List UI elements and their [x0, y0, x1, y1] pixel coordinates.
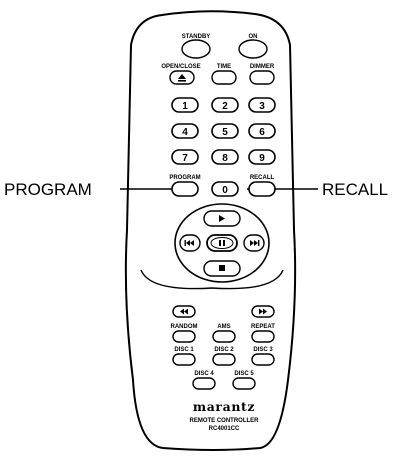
open-close-label: OPEN/CLOSE: [161, 64, 200, 70]
recall-button[interactable]: [248, 181, 276, 197]
pause-icon: [219, 240, 225, 246]
key-6[interactable]: [248, 123, 276, 139]
repeat-label: REPEAT: [251, 324, 275, 330]
key-0-label: 0: [222, 185, 228, 196]
key-8[interactable]: [211, 149, 239, 165]
on-label: ON: [249, 34, 258, 40]
key-5[interactable]: [211, 123, 239, 139]
repeat-button[interactable]: [251, 330, 275, 343]
key-0[interactable]: [211, 181, 239, 197]
key-7-label: 7: [182, 153, 188, 164]
keypad: 1 2 3 4 5 6 7 8 9: [171, 97, 276, 165]
rewind-icon: [180, 308, 188, 315]
program-label: PROGRAM: [169, 175, 200, 181]
key-1[interactable]: [171, 97, 199, 113]
disc-1-label: DISC 1: [174, 347, 194, 353]
eject-icon-bar: [178, 80, 186, 82]
key-1-label: 1: [182, 101, 188, 112]
key-4[interactable]: [171, 123, 199, 139]
eject-icon: [178, 74, 186, 79]
disc-5-label: DISC 5: [234, 371, 254, 377]
disc-4-label: DISC 4: [194, 371, 214, 377]
model-number: RC4001CC: [209, 426, 240, 432]
on-button[interactable]: [238, 39, 268, 59]
disc-3-label: DISC 3: [253, 347, 273, 353]
program-button[interactable]: [171, 181, 199, 197]
disc-1-button[interactable]: [172, 353, 196, 366]
random-button[interactable]: [172, 330, 196, 343]
dimmer-button[interactable]: [249, 70, 275, 85]
recall-label: RECALL: [250, 175, 275, 181]
brand-logo: marantz: [193, 399, 255, 414]
key-2[interactable]: [211, 97, 239, 113]
pause-button-inner: [210, 237, 234, 249]
key-7[interactable]: [171, 149, 199, 165]
key-3[interactable]: [248, 97, 276, 113]
disc-3-button[interactable]: [251, 353, 275, 366]
play-icon: [219, 215, 225, 222]
section-divider: [140, 269, 284, 290]
disc-4-button[interactable]: [192, 377, 216, 390]
key-6-label: 6: [259, 127, 265, 138]
skip-forward-icon: [250, 240, 260, 246]
transport-pad: [174, 203, 270, 283]
key-9[interactable]: [248, 149, 276, 165]
program-callout: PROGRAM: [4, 180, 92, 199]
key-3-label: 3: [259, 101, 265, 112]
standby-label: STANDBY: [182, 34, 211, 40]
time-label: TIME: [217, 64, 231, 70]
skip-back-icon: [184, 240, 194, 246]
time-button[interactable]: [211, 70, 237, 85]
ams-label: AMS: [217, 324, 230, 330]
random-label: RANDOM: [171, 324, 198, 330]
stop-icon: [219, 265, 225, 271]
dimmer-label: DIMMER: [250, 64, 275, 70]
disc-2-button[interactable]: [212, 353, 236, 366]
fast-forward-icon: [259, 308, 267, 315]
key-8-label: 8: [222, 153, 228, 164]
key-2-label: 2: [222, 101, 228, 112]
disc-5-button[interactable]: [232, 377, 256, 390]
key-5-label: 5: [222, 127, 228, 138]
key-4-label: 4: [182, 127, 188, 138]
standby-button[interactable]: [181, 39, 211, 59]
ams-button[interactable]: [212, 330, 236, 343]
disc-2-label: DISC 2: [214, 347, 234, 353]
key-9-label: 9: [259, 153, 265, 164]
remote-controller-label: REMOTE CONTROLLER: [190, 418, 260, 424]
recall-callout: RECALL: [322, 180, 389, 199]
